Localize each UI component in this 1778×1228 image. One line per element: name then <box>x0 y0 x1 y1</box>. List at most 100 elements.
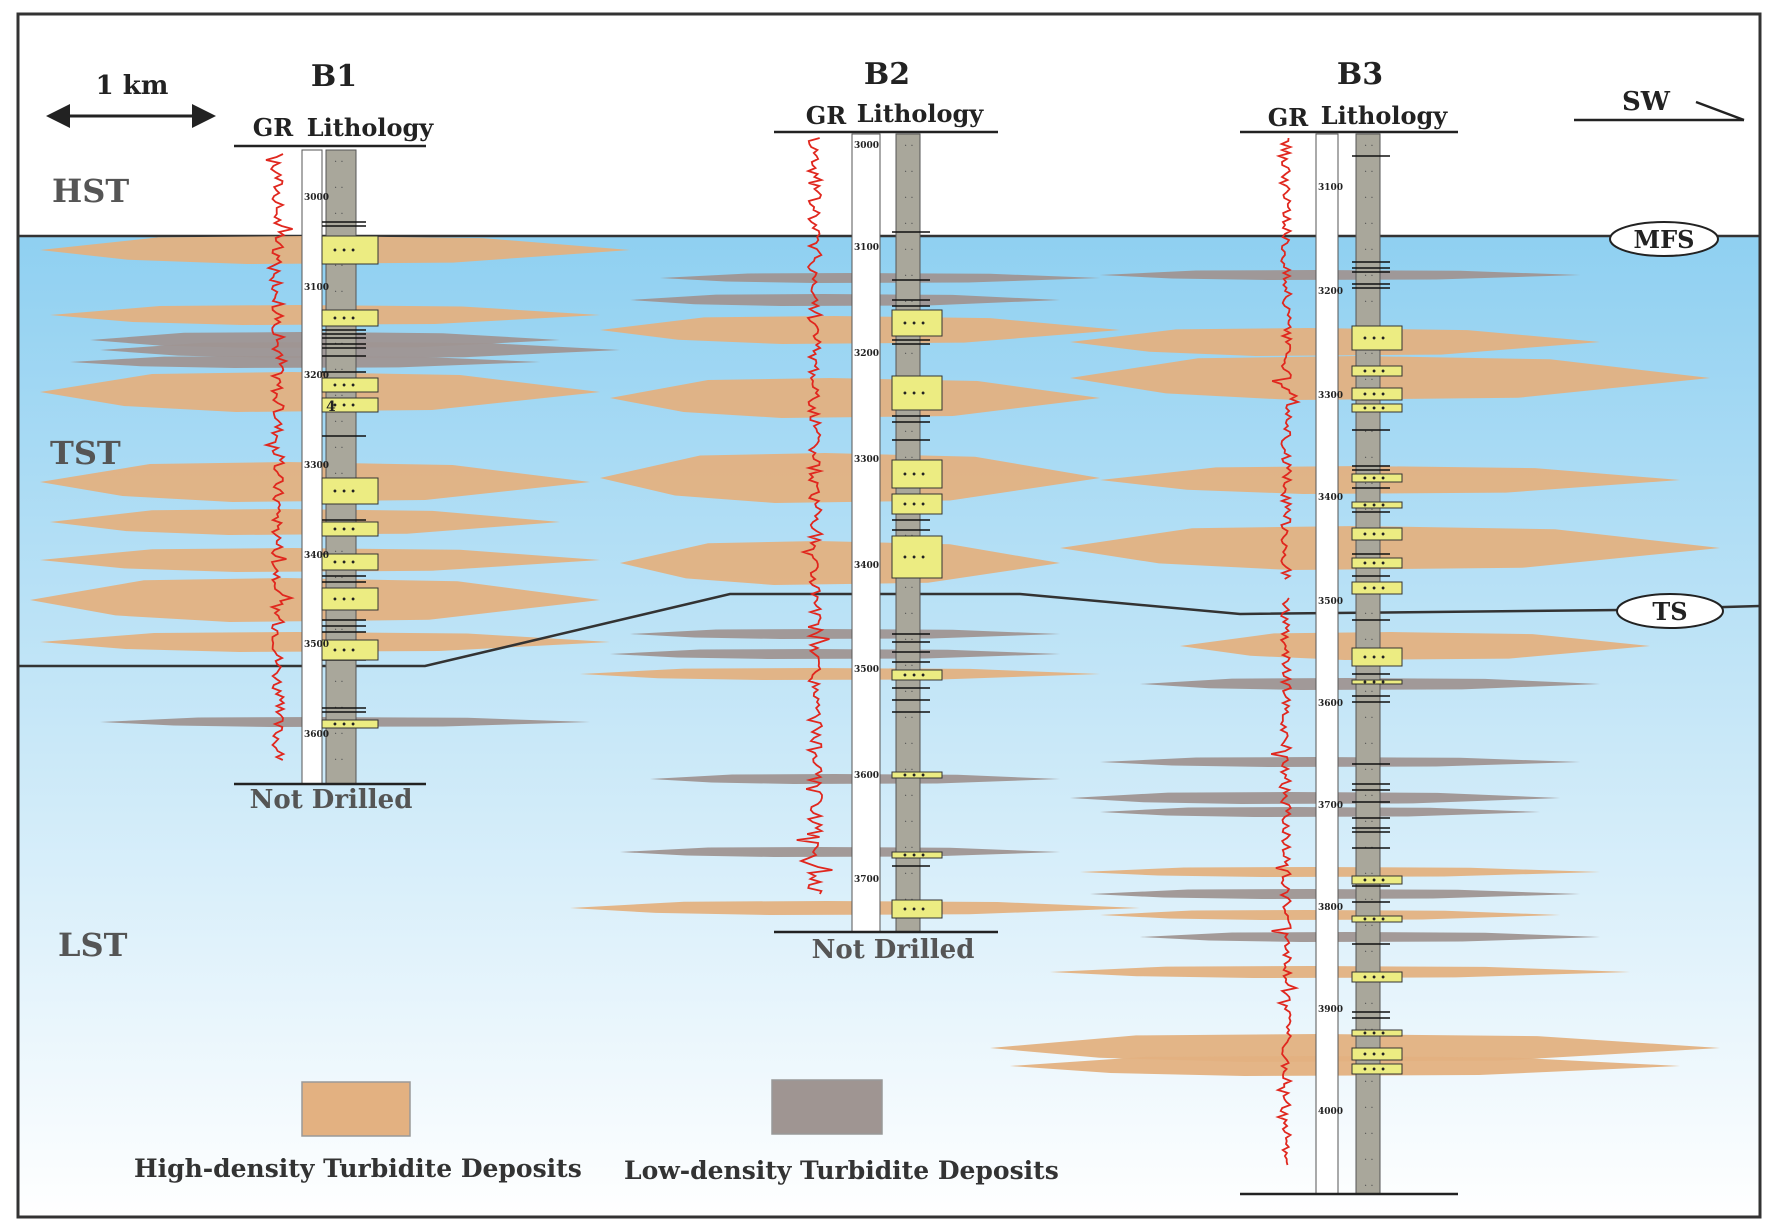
shale-dots: . . <box>1364 164 1374 175</box>
sand-dots: • • • <box>1362 530 1386 541</box>
depth-track <box>851 133 881 933</box>
sand-dots: • • • <box>1362 474 1386 485</box>
shale-dots: . . <box>904 866 914 877</box>
high-density-lens <box>580 668 1100 680</box>
shale-dots: . . <box>1364 372 1374 383</box>
sandstone-bed <box>1351 501 1403 509</box>
well-columns: . . . . . . . . . . . . . . . . . . . . . . . . . ..… <box>262 133 1403 1195</box>
sand-dots: • • • <box>332 314 356 325</box>
sand-dots: • • • <box>332 720 356 731</box>
shale-dots: . . <box>904 242 914 253</box>
sand-dots: • • • <box>1362 584 1386 595</box>
gr-label: GR <box>806 101 847 130</box>
shale-dots: . . <box>334 622 344 633</box>
sandstone-bed <box>1351 527 1403 541</box>
depth-tick-label: 3600 <box>854 771 879 781</box>
mfs-label: MFS <box>1634 225 1695 254</box>
high-density-lens <box>1180 632 1650 660</box>
sand-dots: • • • <box>332 558 356 569</box>
turbidite-lenses <box>30 236 1720 1076</box>
shale-dots: . . <box>1364 1178 1374 1189</box>
depth-tick-label: 3000 <box>854 141 879 151</box>
depth-tick-label: 3600 <box>1318 699 1343 709</box>
shale-dots: . . <box>1364 944 1374 955</box>
legend: High-density Turbidite Deposits Low-dens… <box>134 1079 1059 1185</box>
sandstone-bed <box>321 553 379 571</box>
low-density-lens <box>630 294 1060 306</box>
shale-dots: . . <box>904 346 914 357</box>
shale-dots: . . <box>334 440 344 451</box>
annotation-4: 4 <box>326 399 336 415</box>
shale-dots: . . <box>904 788 914 799</box>
sand-dots: • • • <box>902 389 926 400</box>
high-density-lens <box>1080 867 1600 877</box>
sandstone-bed <box>1351 403 1403 413</box>
ts-label: TS <box>1652 597 1687 626</box>
sand-dots: • • • <box>902 500 926 511</box>
sandstone-bed <box>891 851 943 859</box>
high-density-lens <box>600 453 1100 503</box>
sandstone-bed <box>1351 1063 1403 1075</box>
shale-dots: . . <box>904 138 914 149</box>
sandstone-bed <box>1351 647 1403 667</box>
depth-tick-label: 3100 <box>1318 183 1343 193</box>
shale-dots: . . <box>1364 1126 1374 1137</box>
lithology-column <box>895 133 921 933</box>
shale-dots: . . <box>334 700 344 711</box>
shale-dots: . . <box>1364 450 1374 461</box>
sandstone-bed <box>1351 581 1403 595</box>
legend-swatch-low <box>771 1079 883 1135</box>
direction-arrow: SW <box>1574 87 1745 122</box>
depth-tick-label: 3600 <box>304 730 329 740</box>
gr-curve <box>796 137 833 895</box>
sand-dots: • • • <box>1362 653 1386 664</box>
sand-dots: • • • <box>1362 390 1386 401</box>
legend-swatch-high <box>301 1081 411 1137</box>
sand-dots: • • • <box>902 851 926 862</box>
shale-dots: . . <box>904 762 914 773</box>
depth-tick-label: 3500 <box>304 640 329 650</box>
high-density-lens <box>1010 1056 1680 1076</box>
shale-dots: . . <box>334 414 344 425</box>
sand-dots: • • • <box>1362 1050 1386 1061</box>
sand-dots: • • • <box>332 401 356 412</box>
shale-dots: . . <box>334 180 344 191</box>
sandstone-bed <box>321 235 379 265</box>
depth-tick-label: 3200 <box>1318 287 1343 297</box>
shale-dots: . . <box>904 424 914 435</box>
sand-dots: • • • <box>902 671 926 682</box>
shale-dots: . . <box>904 736 914 747</box>
low-density-lens <box>100 342 620 358</box>
gr-label: GR <box>1268 103 1309 132</box>
sand-dots: • • • <box>332 525 356 536</box>
zone-label-tst: TST <box>50 434 121 472</box>
sand-dots: • • • <box>1362 973 1386 984</box>
sandstone-bed <box>321 719 379 729</box>
shale-dots: . . <box>904 684 914 695</box>
shale-dots: . . <box>1364 814 1374 825</box>
sand-dots: • • • <box>1362 678 1386 689</box>
gr-curve <box>1271 137 1301 580</box>
high-density-lens <box>1060 526 1720 570</box>
mfs-bubble: MFS <box>1609 221 1719 257</box>
shale-dots: . . <box>904 892 914 903</box>
depth-tick-label: 3300 <box>1318 391 1343 401</box>
sandstone-bed <box>1351 679 1403 685</box>
sandstone-bed <box>1351 557 1403 569</box>
well-name: B1 <box>311 59 357 94</box>
high-density-lens <box>1070 356 1710 400</box>
sandstone-bed <box>321 587 379 611</box>
sandstone-bed <box>891 375 943 411</box>
gr-curve <box>1271 597 1300 1166</box>
gr-label: GR <box>253 113 294 142</box>
shale-dots: . . <box>1364 840 1374 851</box>
shale-dots: . . <box>334 726 344 737</box>
sandstone-bed <box>1351 1029 1403 1037</box>
shale-dots: . . <box>904 528 914 539</box>
shale-dots: . . <box>1364 242 1374 253</box>
high-density-lens <box>1050 966 1630 978</box>
shale-dots: . . <box>904 216 914 227</box>
shale-dots: . . <box>1364 1074 1374 1085</box>
shale-dots: . . <box>1364 762 1374 773</box>
shale-dots: . . <box>904 190 914 201</box>
